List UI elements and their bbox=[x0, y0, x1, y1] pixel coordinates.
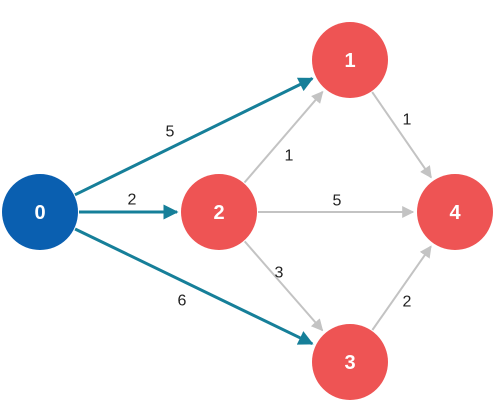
node-label-3: 3 bbox=[344, 352, 355, 374]
node-label-0: 0 bbox=[34, 202, 45, 224]
node-3: 3 bbox=[312, 324, 388, 400]
node-label-4: 4 bbox=[449, 202, 461, 224]
node-4: 4 bbox=[417, 174, 493, 250]
edge-weight-label-2-1: 1 bbox=[285, 148, 294, 165]
edge-weight-label-3-4: 2 bbox=[403, 294, 412, 311]
edge-weight-label-0-1: 5 bbox=[166, 124, 175, 141]
node-label-1: 1 bbox=[344, 50, 355, 72]
edge-3-to-4 bbox=[371, 245, 432, 331]
node-circle-0 bbox=[2, 174, 78, 250]
edge-0-to-3 bbox=[74, 227, 314, 346]
edge-labels-layer: 5 2 6 1 5 3 1 2 bbox=[128, 112, 412, 311]
node-2: 2 bbox=[181, 174, 257, 250]
edge-2-to-3 bbox=[243, 240, 324, 332]
edge-weight-label-0-2: 2 bbox=[128, 192, 137, 209]
nodes-layer: 0 1 2 3 4 bbox=[2, 22, 493, 400]
edge-weight-label-2-4: 5 bbox=[333, 193, 342, 210]
edge-weight-label-1-4: 1 bbox=[403, 112, 412, 129]
node-circle-1 bbox=[312, 22, 388, 98]
edge-weight-label-2-3: 3 bbox=[275, 265, 284, 282]
node-0: 0 bbox=[2, 174, 78, 250]
node-label-2: 2 bbox=[213, 202, 224, 224]
edge-1-to-4 bbox=[371, 91, 432, 179]
node-circle-4 bbox=[417, 174, 493, 250]
edge-0-to-1 bbox=[74, 77, 314, 197]
edge-2-to-1 bbox=[243, 90, 324, 184]
edges-layer bbox=[74, 77, 432, 346]
node-circle-3 bbox=[312, 324, 388, 400]
edge-weight-label-0-3: 6 bbox=[178, 293, 187, 310]
node-1: 1 bbox=[312, 22, 388, 98]
node-circle-2 bbox=[181, 174, 257, 250]
